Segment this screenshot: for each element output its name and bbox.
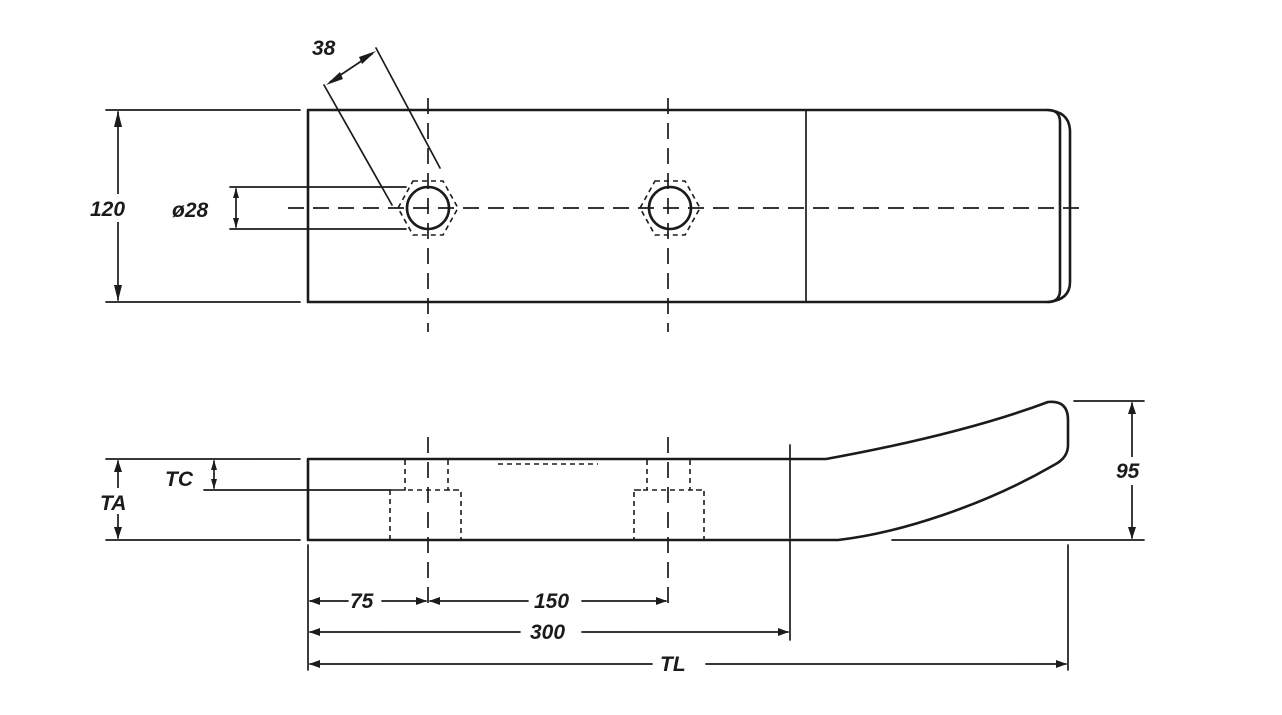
- side-view-outline: [306, 400, 1070, 542]
- dim-38-arrow-2: [359, 51, 376, 64]
- dim-75-arrow-right: [416, 597, 427, 605]
- dim-38-label: 38: [312, 37, 336, 60]
- hole-2: [647, 185, 693, 231]
- dim-95-arrow-top: [1128, 402, 1136, 414]
- dim-120-arrow-top: [114, 111, 122, 127]
- hole-1: [405, 185, 451, 231]
- dim-tc-arrow-bottom: [211, 479, 217, 489]
- top-view-tip-edge: [1046, 108, 1072, 304]
- top-view: 38 120 ø28: [90, 37, 1080, 332]
- dim-28-arrow-top: [233, 188, 239, 198]
- dim-ta-label-gap: [108, 488, 130, 514]
- dim-150-arrow-left: [429, 597, 440, 605]
- dim-300-arrow-right: [778, 628, 789, 636]
- dim-38-extension-2: [375, 47, 441, 169]
- dim-28-arrow-bottom: [233, 218, 239, 228]
- dim-120-arrow-bottom: [114, 285, 122, 301]
- side-view: TC TA 95 75 150: [100, 400, 1148, 676]
- top-view-outline: [306, 108, 1062, 304]
- dim-tl-arrow-right: [1056, 660, 1067, 668]
- dim-ta-arrow-top: [114, 460, 122, 472]
- dim-38-extension-1: [323, 84, 393, 206]
- dim-28-label: ø28: [172, 199, 209, 222]
- dim-tc-arrow-top: [211, 460, 217, 470]
- dim-95-label-gap: [1114, 457, 1148, 485]
- dim-tc-label: TC: [165, 468, 194, 491]
- dim-120-label-gap: [108, 194, 130, 222]
- dim-150-arrow-right: [656, 597, 667, 605]
- dim-38-arrow-1: [326, 72, 343, 85]
- dim-ta-arrow-bottom: [114, 527, 122, 539]
- dim-75-label: 75: [350, 590, 374, 613]
- hole-1-counterbore: [397, 180, 459, 236]
- dim-150-label: 150: [534, 590, 569, 613]
- dim-ta-label: TA: [100, 492, 126, 515]
- dim-tl-arrow-left: [309, 660, 320, 668]
- dim-300-arrow-left: [309, 628, 320, 636]
- dim-95-arrow-bottom: [1128, 527, 1136, 539]
- hole-2-counterbore: [639, 180, 701, 236]
- dim-300-label: 300: [530, 621, 565, 644]
- side-hole-1-hidden: [389, 460, 462, 539]
- dim-95-label: 95: [1116, 460, 1140, 483]
- dim-tl-label: TL: [660, 653, 686, 676]
- dim-75-arrow-left: [309, 597, 320, 605]
- side-hole-2-hidden: [633, 460, 705, 539]
- dim-120-label: 120: [90, 198, 125, 221]
